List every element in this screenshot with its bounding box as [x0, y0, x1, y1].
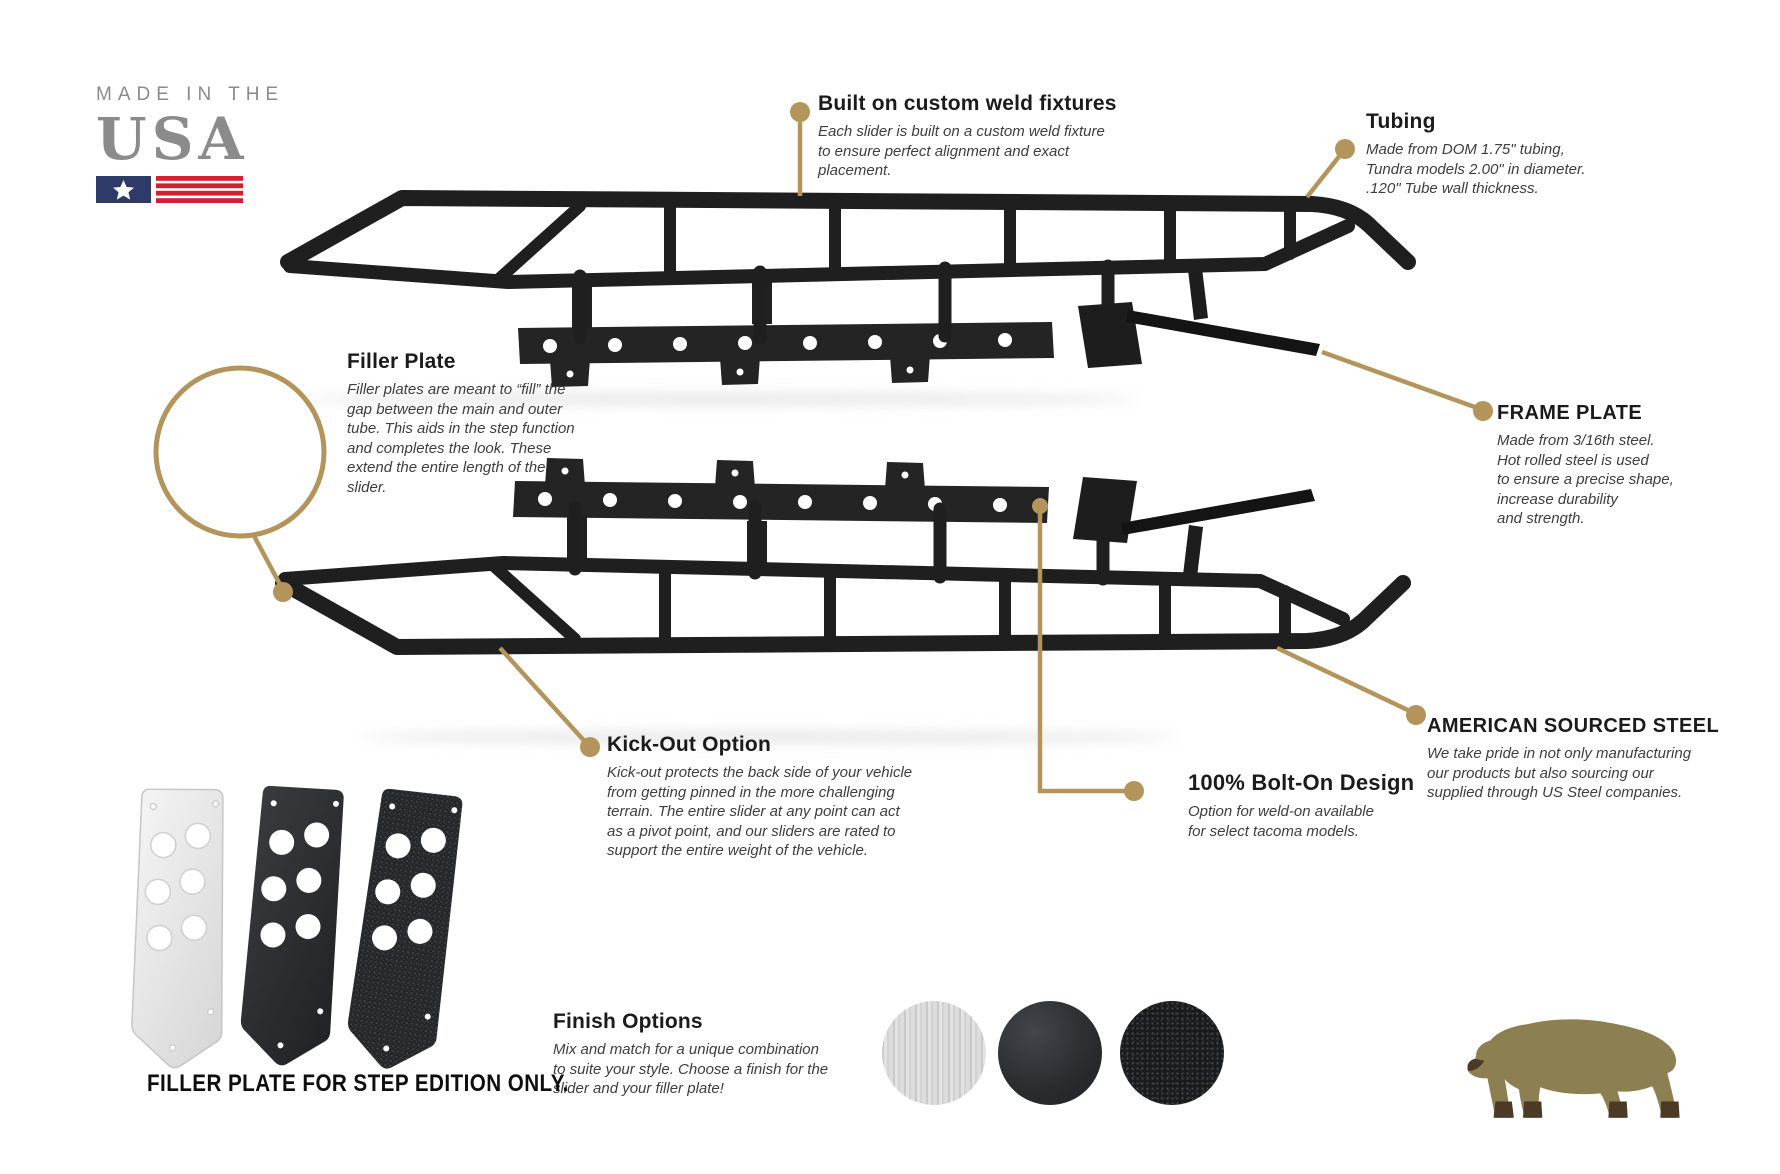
- filler-plate-satin: [234, 782, 356, 1071]
- filler-plates-display: [126, 782, 475, 1076]
- filler-plate-raw: [126, 785, 236, 1071]
- callout-weld-fixtures: Built on custom weld fixtures Each slide…: [818, 92, 1117, 181]
- logo-usa: USA: [96, 105, 249, 173]
- bottom-slider-shadow: [360, 730, 1180, 744]
- callout-weld-fixtures-body: Each slider is built on a custom weld fi…: [818, 123, 1105, 179]
- leader-filler-plate: [153, 365, 327, 602]
- callout-weld-fixtures-title: Built on custom weld fixtures: [818, 92, 1117, 115]
- callout-bolt-on-body: Option for weld-on available for select …: [1188, 803, 1374, 840]
- callout-frame-plate-body: Made from 3/16th steel. Hot rolled steel…: [1497, 432, 1674, 527]
- callout-tubing-title: Tubing: [1366, 110, 1436, 133]
- leader-bolt-on: [1032, 498, 1144, 801]
- leader-frame-plate: [1321, 349, 1493, 421]
- callout-filler-plate-body: Filler plates are meant to “fill” the ga…: [347, 381, 575, 496]
- filler-plate-texture: [339, 784, 475, 1076]
- swatch-texture-black: [1120, 1001, 1224, 1105]
- filler-plate-note: FILLER PLATE FOR STEP EDITION ONLY.: [147, 1070, 569, 1097]
- callout-tubing: Tubing Made from DOM 1.75" tubing, Tundr…: [1366, 110, 1586, 199]
- callout-bolt-on-title: 100% Bolt-On Design: [1188, 770, 1415, 795]
- callout-tubing-body: Made from DOM 1.75" tubing, Tundra model…: [1366, 141, 1586, 197]
- callout-bolt-on: 100% Bolt-On Design Option for weld-on a…: [1188, 770, 1414, 841]
- leader-weld-fixtures: [790, 102, 810, 196]
- bear-logo-icon: [1467, 1019, 1680, 1118]
- callout-kick-out-title: Kick-Out Option: [607, 733, 771, 756]
- callout-sourced-steel-body: We take pride in not only manufacturing …: [1427, 745, 1692, 801]
- finish-options-body: Mix and match for a unique combination t…: [553, 1041, 829, 1097]
- made-in-usa-logo: MADE IN THE USA: [96, 84, 284, 203]
- logo-made-in-the: MADE IN THE: [96, 84, 285, 105]
- callout-sourced-steel: AMERICAN SOURCED STEEL We take pride in …: [1427, 715, 1719, 803]
- callout-frame-plate-title: FRAME PLATE: [1497, 402, 1643, 424]
- callout-sourced-steel-title: AMERICAN SOURCED STEEL: [1427, 715, 1720, 737]
- swatch-satin-black: [998, 1001, 1102, 1105]
- callout-filler-plate: Filler Plate Filler plates are meant to …: [347, 350, 575, 497]
- finish-options-block: Finish Options Mix and match for a uniqu…: [553, 1010, 828, 1099]
- callout-kick-out-body: Kick-out protects the back side of your …: [607, 764, 913, 859]
- callout-kick-out: Kick-Out Option Kick-out protects the ba…: [607, 733, 912, 861]
- leader-tubing: [1305, 139, 1355, 199]
- finish-options-title: Finish Options: [553, 1010, 703, 1033]
- leader-kick-out: [498, 646, 600, 757]
- callout-filler-plate-title: Filler Plate: [347, 350, 456, 373]
- swatch-raw-steel: [882, 1001, 986, 1105]
- leader-sourced-steel: [1276, 645, 1426, 725]
- usa-flag-icon: [96, 176, 243, 203]
- top-slider-shadow: [300, 392, 1140, 406]
- callout-frame-plate: FRAME PLATE Made from 3/16th steel. Hot …: [1497, 402, 1674, 529]
